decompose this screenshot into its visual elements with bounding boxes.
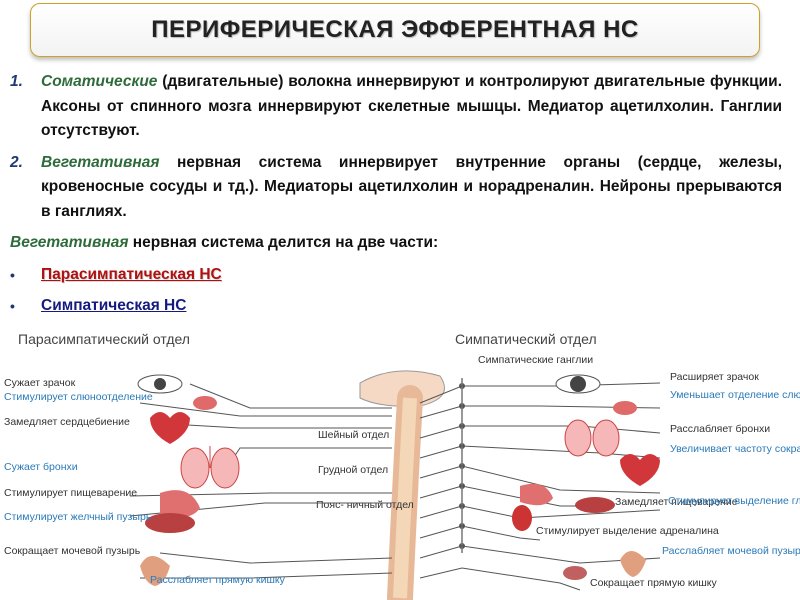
heart-left <box>150 412 190 444</box>
left-title: Парасимпатический отдел <box>18 331 190 347</box>
division-text: нервная система делится на две части: <box>128 234 439 251</box>
svg-text:Расслабляет мочевой пузырь: Расслабляет мочевой пузырь <box>662 545 800 557</box>
svg-text:Стимулирует желчный пузырь: Стимулирует желчный пузырь <box>4 511 152 523</box>
ganglia-label: Симпатические ганглии <box>478 354 593 366</box>
right-nerves <box>419 382 661 591</box>
bullet-dot: • <box>10 266 15 283</box>
eye-right <box>555 374 601 394</box>
svg-text:Стимулирует выделение глюкозы: Стимулирует выделение глюкозы <box>668 495 800 507</box>
svg-text:Уменьшает отделение слюны: Уменьшает отделение слюны <box>670 389 800 401</box>
svg-text:Расслабляет бронхи: Расслабляет бронхи <box>670 423 770 435</box>
svg-text:Сокращает мочевой пузырь: Сокращает мочевой пузырь <box>4 545 141 557</box>
spine-lumbar: Пояс- ничный отдел <box>316 499 414 511</box>
svg-text:Стимулирует пищеварение: Стимулирует пищеварение <box>4 487 137 499</box>
heart-right <box>620 454 660 486</box>
lungs-right <box>564 419 620 457</box>
item-term: Вегетативная <box>41 153 160 171</box>
item-text: нервная система иннервирует внутренние о… <box>41 153 782 220</box>
bullet-parasympathetic: Парасимпатическая НС <box>41 265 222 283</box>
title-box: ПЕРИФЕРИЧЕСКАЯ ЭФФЕРЕНТНАЯ НС <box>30 3 760 57</box>
liver-left <box>145 513 195 533</box>
adrenal-right <box>512 505 532 531</box>
bullet-item: • Симпатическая НС <box>10 294 782 319</box>
list-item: 1. Соматические (двигательные) волокна и… <box>10 70 782 144</box>
svg-text:Сужает бронхи: Сужает бронхи <box>4 461 78 473</box>
stomach-right <box>520 483 553 506</box>
bullet-item: • Парасимпатическая НС <box>10 263 782 288</box>
eye-left <box>137 374 183 394</box>
salivary-gland-right <box>613 401 637 415</box>
liver-right <box>575 497 615 513</box>
item-number: 2. <box>10 153 23 171</box>
item-term: Соматические <box>41 73 158 90</box>
text-block: 1. Соматические (двигательные) волокна и… <box>10 70 782 319</box>
list-item: 2. Вегетативная нервная система иннервир… <box>10 151 782 225</box>
bullet-dot: • <box>10 298 15 314</box>
svg-text:Сокращает прямую кишку: Сокращает прямую кишку <box>590 577 717 589</box>
left-labels: Сужает зрачок Стимулирует слюноотделение… <box>4 377 286 586</box>
svg-text:Расширяет зрачок: Расширяет зрачок <box>670 371 759 383</box>
svg-text:Увеличивает частоту сокращений: Увеличивает частоту сокращений сердца <box>670 443 800 455</box>
item-text: (двигательные) волокна иннервируют и кон… <box>41 73 782 139</box>
svg-text:Стимулирует выделение адренали: Стимулирует выделение адреналина <box>536 525 719 537</box>
stomach-left <box>160 490 200 517</box>
svg-text:Замедляет пищеварение: Замедляет пищеварение <box>615 496 738 508</box>
page-title: ПЕРИФЕРИЧЕСКАЯ ЭФФЕРЕНТНАЯ НС <box>151 16 639 43</box>
item-number: 1. <box>10 73 23 90</box>
lungs-left <box>180 446 240 489</box>
svg-text:Сужает зрачок: Сужает зрачок <box>4 377 76 389</box>
svg-text:Замедляет сердцебиение: Замедляет сердцебиение <box>4 416 130 428</box>
svg-text:Стимулирует слюноотделение: Стимулирует слюноотделение <box>4 391 153 403</box>
division-line: Вегетативная нервная система делится на … <box>10 231 782 256</box>
colon-right <box>563 566 587 580</box>
bladder-left <box>140 556 170 586</box>
bladder-right <box>620 551 646 577</box>
nervous-system-diagram: Парасимпатический отдел Симпатический от… <box>0 328 800 600</box>
right-labels: Расширяет зрачок Уменьшает отделение слю… <box>536 371 800 589</box>
svg-text:Расслабляет прямую кишку: Расслабляет прямую кишку <box>150 574 286 586</box>
bullet-sympathetic: Симпатическая НС <box>41 297 187 314</box>
right-title: Симпатический отдел <box>455 331 597 347</box>
spine-thoracic: Грудной отдел <box>318 464 388 476</box>
spine-cervical: Шейный отдел <box>318 429 389 441</box>
division-term: Вегетативная <box>10 234 129 251</box>
salivary-gland-left <box>193 396 217 410</box>
